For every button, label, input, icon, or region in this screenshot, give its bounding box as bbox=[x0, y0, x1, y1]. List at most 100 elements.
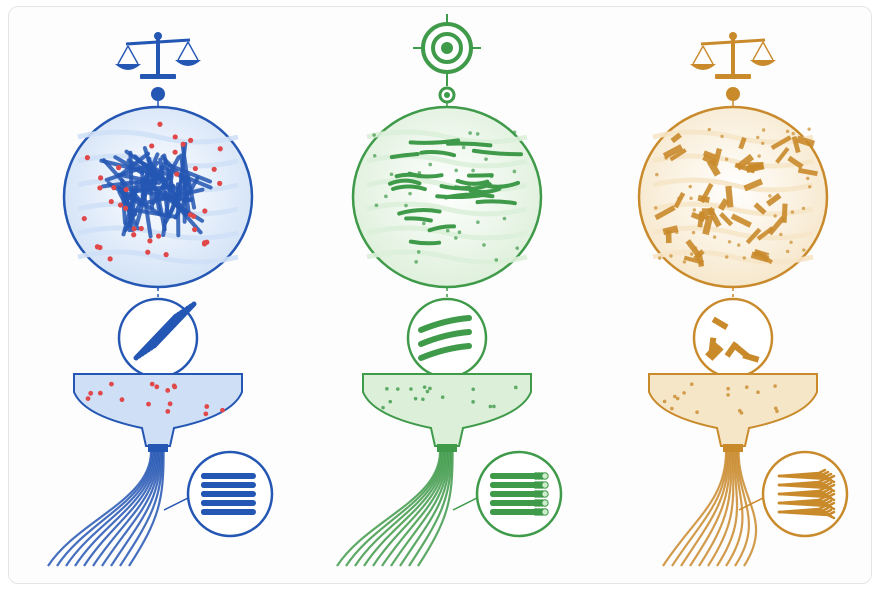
particle-dot bbox=[414, 260, 418, 264]
particle-dot bbox=[725, 157, 728, 160]
particle-dot bbox=[792, 132, 795, 135]
column-targeted bbox=[337, 14, 561, 566]
connector-node bbox=[726, 87, 740, 101]
particle-dot bbox=[664, 156, 667, 159]
particle-dot bbox=[372, 133, 376, 137]
funnel-particle bbox=[726, 393, 730, 397]
particle-dot bbox=[454, 169, 458, 173]
bundle-fiber-end bbox=[542, 491, 548, 497]
particle-dot bbox=[786, 130, 789, 133]
particle-dot bbox=[743, 256, 746, 259]
particle-dot bbox=[802, 207, 805, 210]
balance-scale-icon bbox=[115, 32, 201, 79]
nozzle-tip bbox=[437, 444, 457, 452]
funnel-particle bbox=[109, 382, 114, 387]
particle-dot bbox=[677, 197, 680, 200]
particle-dot bbox=[484, 157, 488, 161]
particle-dot bbox=[384, 195, 388, 199]
particle-dot bbox=[418, 171, 422, 175]
particle-dot bbox=[375, 203, 379, 207]
funnel-particle bbox=[695, 410, 699, 414]
particle-dot bbox=[217, 181, 222, 186]
fiber-strand bbox=[442, 186, 470, 188]
particle-dot bbox=[808, 185, 811, 188]
particle-dot bbox=[756, 136, 759, 139]
particle-dot bbox=[97, 245, 102, 250]
funnel-particle bbox=[471, 400, 475, 404]
funnel-particle bbox=[168, 401, 173, 406]
particle-dot bbox=[757, 154, 760, 157]
particle-dot bbox=[97, 185, 102, 190]
particle-dot bbox=[713, 235, 716, 238]
particle-dot bbox=[458, 230, 462, 234]
spinneret-funnel bbox=[363, 374, 531, 446]
funnel-particle bbox=[385, 387, 389, 391]
particle-dot bbox=[693, 208, 696, 211]
funnel-particle bbox=[774, 406, 778, 410]
scale-pivot bbox=[729, 32, 737, 40]
funnel-particle bbox=[745, 385, 749, 389]
funnel-particle bbox=[676, 397, 680, 401]
particle-dot bbox=[468, 131, 472, 135]
scale-pan bbox=[690, 64, 716, 70]
particle-dot bbox=[482, 243, 486, 247]
scale-beam bbox=[126, 40, 190, 44]
scale-base bbox=[715, 74, 751, 79]
target-bullseye bbox=[441, 42, 453, 54]
bundle-fiber-end bbox=[542, 500, 548, 506]
particle-dot bbox=[683, 260, 686, 263]
funnel-particle bbox=[165, 388, 170, 393]
funnel-particle bbox=[726, 387, 730, 391]
particle-dot bbox=[720, 135, 723, 138]
funnel-particle bbox=[421, 398, 425, 402]
balance-scale-icon bbox=[690, 32, 776, 79]
particle-dot bbox=[761, 142, 764, 145]
funnel-particle bbox=[514, 386, 518, 390]
scale-string bbox=[693, 46, 703, 64]
particle-dot bbox=[116, 165, 121, 170]
bundle-fiber-end bbox=[542, 509, 548, 515]
scale-beam bbox=[701, 40, 765, 44]
particle-dot bbox=[513, 130, 517, 134]
scale-string bbox=[763, 42, 773, 60]
particle-dot bbox=[513, 170, 517, 174]
scale-string bbox=[753, 42, 763, 60]
particle-dot bbox=[708, 128, 711, 131]
funnel-particle bbox=[388, 400, 392, 404]
particle-dot bbox=[147, 238, 152, 243]
particle-dot bbox=[658, 256, 661, 259]
particle-dot bbox=[417, 250, 421, 254]
particle-dot bbox=[156, 233, 161, 238]
particle-dot bbox=[675, 231, 678, 234]
particle-dot bbox=[202, 240, 207, 245]
particle-dot bbox=[476, 132, 480, 136]
funnel-particle bbox=[428, 387, 432, 391]
particle-dot bbox=[692, 231, 695, 234]
funnel-particle bbox=[670, 407, 674, 411]
particle-dot bbox=[408, 192, 412, 196]
scale-base bbox=[140, 74, 176, 79]
particle-dot bbox=[174, 172, 179, 177]
bundle-fiber-end bbox=[542, 482, 548, 488]
particle-dot bbox=[462, 146, 466, 150]
particle-dot bbox=[490, 175, 494, 179]
particle-dot bbox=[422, 222, 426, 226]
funnel-particle bbox=[381, 406, 385, 410]
particle-dot bbox=[373, 154, 377, 158]
scale-string bbox=[128, 46, 138, 64]
funnel-particle bbox=[471, 388, 475, 392]
funnel-particle bbox=[220, 408, 225, 413]
funnel-particle bbox=[86, 396, 91, 401]
particle-dot bbox=[454, 236, 458, 240]
particle-dot bbox=[123, 206, 128, 211]
particle-dot bbox=[192, 227, 197, 232]
funnel-particle bbox=[492, 405, 496, 409]
particle-dot bbox=[807, 127, 810, 130]
funnel-particle bbox=[489, 405, 493, 409]
particle-dot bbox=[725, 255, 728, 258]
zoom-bubble bbox=[694, 299, 772, 377]
funnel-particle bbox=[120, 397, 125, 402]
scale-string bbox=[703, 46, 713, 64]
